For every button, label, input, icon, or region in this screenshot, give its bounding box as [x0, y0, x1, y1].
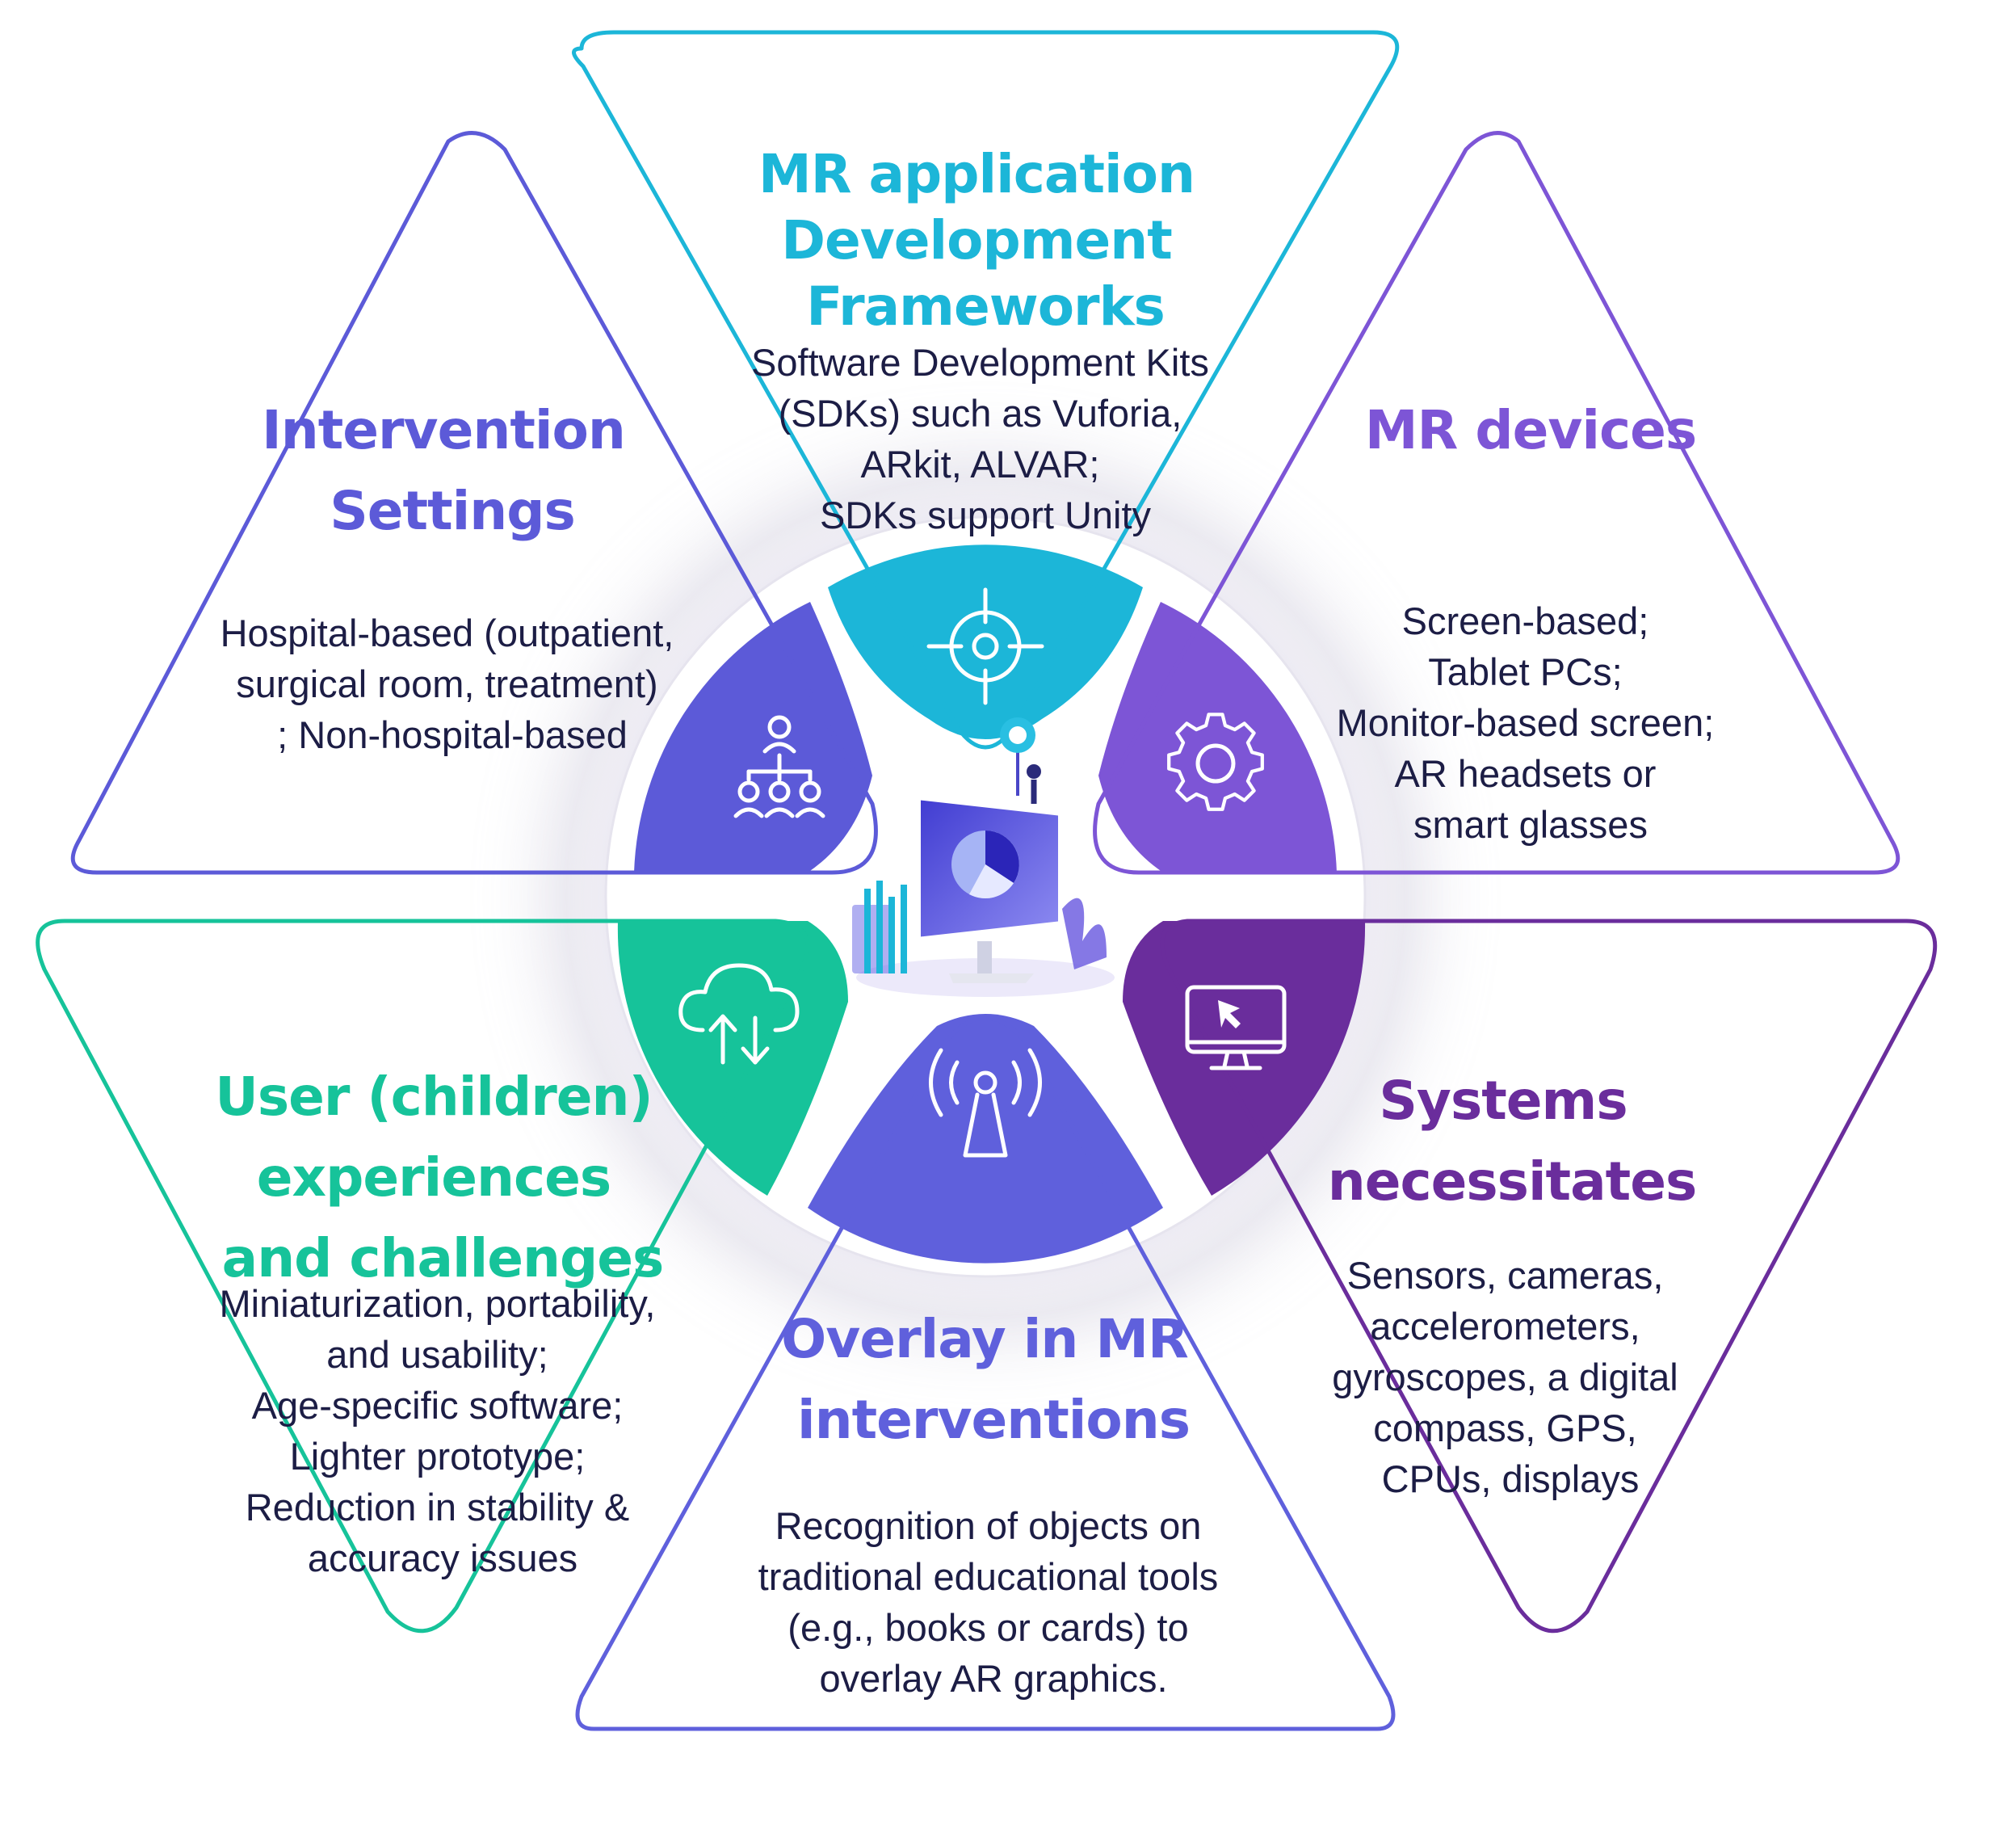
cloud-sync-icon [678, 963, 800, 1065]
user-body-line-4: Lighter prototype; [290, 1435, 586, 1478]
gear-icon [1167, 713, 1264, 811]
user-body: Miniaturization, portability, and usabil… [220, 1282, 666, 1579]
frameworks-body-line-4: SDKs support Unity [820, 494, 1152, 536]
devices-body-line-4: AR headsets or [1394, 752, 1656, 795]
user-title-line-3: and challenges [222, 1227, 664, 1289]
monitor-cursor-icon [1185, 985, 1287, 1070]
systems-title-line-2: necessitates [1328, 1150, 1697, 1213]
systems-body: Sensors, cameras, accelerometers, gyrosc… [1332, 1254, 1689, 1500]
overlay-body-line-4: overlay AR graphics. [819, 1657, 1167, 1700]
segment-overlay[interactable] [808, 1014, 1163, 1264]
frameworks-title: MR application Development Frameworks [758, 143, 1212, 338]
outline-devices [1093, 131, 1900, 875]
frameworks-title-line-1: MR application [758, 143, 1195, 205]
systems-title: Systems necessitates [1328, 1070, 1697, 1213]
devices-body-line-2: Tablet PCs; [1428, 650, 1622, 693]
user-body-line-1: Miniaturization, portability, [220, 1282, 656, 1325]
overlay-body: Recognition of objects on traditional ed… [758, 1504, 1229, 1700]
segment-frameworks[interactable] [828, 545, 1143, 739]
outline-user [36, 919, 810, 1634]
user-title-line-1: User (children) [215, 1066, 652, 1128]
systems-body-line-3: gyroscopes, a digital [1332, 1356, 1678, 1398]
intervention-body-line-1: Hospital-based (outpatient, [220, 612, 674, 654]
outline-overlay [575, 1016, 1396, 1731]
hierarchy-people-icon [733, 715, 825, 818]
antenna-signal-icon [929, 1048, 1042, 1158]
frameworks-body: Software Development Kits (SDKs) such as… [751, 341, 1220, 536]
overlay-title-line-2: interventions [797, 1389, 1190, 1451]
systems-body-line-1: Sensors, cameras, [1347, 1254, 1664, 1297]
user-title: User (children) experiences and challeng… [215, 1066, 670, 1289]
intervention-title: Intervention Settings [262, 399, 643, 542]
intervention-body-line-3: ; Non-hospital-based [277, 713, 628, 756]
devices-body-line-3: Monitor-based screen; [1337, 701, 1715, 744]
user-body-line-6: accuracy issues [308, 1537, 578, 1579]
overlay-title: Overlay in MR interventions [781, 1308, 1206, 1451]
frameworks-body-line-1: Software Development Kits [751, 341, 1209, 384]
crosshair-target-icon [926, 587, 1044, 705]
devices-body-line-5: smart glasses [1413, 803, 1648, 846]
overlay-body-line-1: Recognition of objects on [775, 1504, 1202, 1547]
frameworks-title-line-3: Frameworks [806, 275, 1165, 338]
user-body-line-3: Age-specific software; [252, 1384, 624, 1427]
overlay-title-line-1: Overlay in MR [781, 1308, 1188, 1370]
frameworks-title-line-2: Development [781, 209, 1172, 271]
intervention-title-line-1: Intervention [262, 399, 625, 461]
devices-body-line-1: Screen-based; [1402, 599, 1649, 642]
devices-title: MR devices [1365, 399, 1696, 461]
intervention-title-line-2: Settings [330, 480, 575, 542]
overlay-body-line-3: (e.g., books or cards) to [788, 1606, 1188, 1649]
systems-body-line-2: accelerometers, [1370, 1305, 1640, 1348]
systems-body-line-5: CPUs, displays [1382, 1457, 1640, 1500]
frameworks-body-line-3: ARkit, ALVAR; [860, 443, 1099, 486]
intervention-body-line-2: surgical room, treatment) [236, 662, 657, 705]
user-body-line-2: and usability; [326, 1333, 548, 1376]
user-title-line-2: experiences [257, 1146, 611, 1209]
intervention-body: Hospital-based (outpatient, surgical roo… [220, 612, 685, 756]
devices-body: Screen-based; Tablet PCs; Monitor-based … [1337, 599, 1725, 846]
frameworks-body-line-2: (SDKs) such as Vuforia, [779, 392, 1182, 435]
outline-systems [1160, 919, 1938, 1634]
outline-intervention [70, 131, 878, 875]
computer-illustration-icon [852, 717, 1115, 997]
segment-devices[interactable] [1098, 602, 1337, 873]
user-body-line-5: Reduction in stability & [246, 1486, 629, 1529]
systems-title-line-1: Systems [1379, 1070, 1627, 1132]
overlay-body-line-2: traditional educational tools [758, 1555, 1219, 1598]
systems-body-line-4: compass, GPS, [1373, 1407, 1637, 1449]
devices-title-line-1: MR devices [1365, 399, 1696, 461]
segment-intervention[interactable] [634, 602, 872, 873]
